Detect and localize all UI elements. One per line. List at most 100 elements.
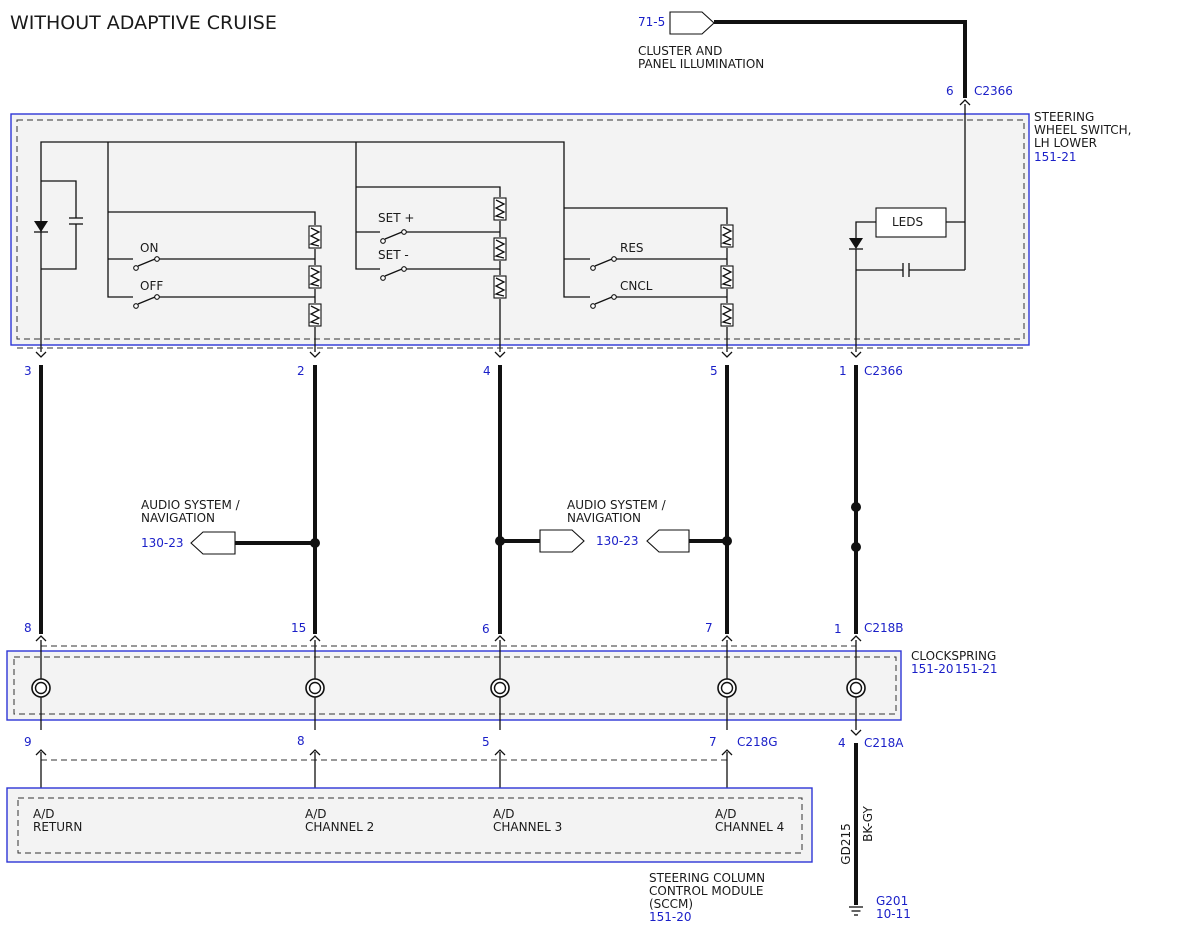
c218b-pin6-number: 6 <box>482 622 490 636</box>
set-plus-resistor-icon <box>493 197 507 221</box>
set-minus-label: SET - <box>378 248 409 262</box>
clockspring-label: CLOCKSPRING <box>911 649 996 663</box>
audio2-in-connector-icon <box>646 529 690 553</box>
switch-top-bus <box>40 141 565 352</box>
sccm-label-line3: (SCCM) <box>649 897 693 911</box>
audio2-out-connector-icon <box>539 529 585 553</box>
set-plus-switch-icon <box>384 231 403 240</box>
swc-label-line3: LH LOWER <box>1034 136 1097 150</box>
set-minus-switch-icon <box>384 268 403 277</box>
clockspring-ref1[interactable]: 151-20 <box>911 662 954 676</box>
ground-ref[interactable]: 10-11 <box>876 907 911 921</box>
c2366-pin6-number: 6 <box>946 84 954 98</box>
res-return-resistor-icon <box>720 303 734 327</box>
on-switch-label: ON <box>140 241 158 255</box>
audio2-label-line2: NAVIGATION <box>567 511 641 525</box>
c218a-pin4-arrow-icon <box>850 729 862 736</box>
c218g-pin5-number: 5 <box>482 735 490 749</box>
ground-name[interactable]: G201 <box>876 894 908 908</box>
sccm-ad4-line2: CHANNEL 4 <box>715 820 784 834</box>
c218b-pin8-number: 8 <box>24 621 32 635</box>
cluster-label-line1: CLUSTER AND <box>638 44 722 58</box>
swc-label-line1: STEERING <box>1034 110 1094 124</box>
diagram-title: WITHOUT ADAPTIVE CRUISE <box>10 12 277 34</box>
sccm-label-line1: STEERING COLUMN <box>649 871 765 885</box>
cluster-label-line2: PANEL ILLUMINATION <box>638 57 764 71</box>
audio2-label-line1: AUDIO SYSTEM / <box>567 498 667 512</box>
coil-icon <box>31 678 51 698</box>
sccm-ad2-line1: A/D <box>305 807 327 821</box>
audio1-splice-icon <box>310 538 320 548</box>
c2366-pin3-number: 3 <box>24 364 32 378</box>
on-switch-icon <box>137 258 156 267</box>
ground-wire-circuit: GD215 <box>839 823 853 864</box>
cncl-switch-label: CNCL <box>620 279 653 293</box>
swc-label-line2: WHEEL SWITCH, <box>1034 123 1131 137</box>
res-switch-icon <box>594 258 613 267</box>
res-switch-label: RES <box>620 241 644 255</box>
sccm-ad1-line1: A/D <box>33 807 55 821</box>
sccm-ad3-line2: CHANNEL 3 <box>493 820 562 834</box>
cluster-ref[interactable]: 71-5 <box>638 15 665 29</box>
off-resistor-icon <box>308 265 322 289</box>
audio1-connector-icon <box>190 531 236 555</box>
c218a-connector: C218A <box>864 736 904 750</box>
c218g-pin9-number: 9 <box>24 735 32 749</box>
set-return-resistor-icon <box>493 275 507 299</box>
c218b-pin1-number: 1 <box>834 622 842 636</box>
coil-icon <box>305 678 325 698</box>
c218b-connector: C218B <box>864 621 904 635</box>
audio2-ref[interactable]: 130-23 <box>596 534 639 548</box>
swc-border <box>10 113 1030 346</box>
coil-icon <box>490 678 510 698</box>
sccm-ref[interactable]: 151-20 <box>649 910 692 924</box>
coil-icon <box>717 678 737 698</box>
sccm-label-line2: CONTROL MODULE <box>649 884 764 898</box>
c218g-connector: C218G <box>737 735 778 749</box>
set-plus-label: SET + <box>378 211 414 225</box>
audio1-label-line1: AUDIO SYSTEM / <box>141 498 241 512</box>
sccm-ad2-line2: CHANNEL 2 <box>305 820 374 834</box>
audio1-ref[interactable]: 130-23 <box>141 536 184 550</box>
sccm-border <box>6 787 813 863</box>
clockspring: CLOCKSPRING 151-20 151-21 <box>6 649 998 721</box>
leds-label: LEDS <box>892 215 923 229</box>
c218a-pin4-number: 4 <box>838 736 846 750</box>
cluster-wire <box>714 20 967 98</box>
coil-icon <box>846 678 866 698</box>
ground-icon <box>849 906 863 916</box>
cluster-illumination: 71-5 CLUSTER AND PANEL ILLUMINATION <box>638 11 764 71</box>
steering-wheel-switch: STEERING WHEEL SWITCH, LH LOWER 151-21 <box>10 110 1131 346</box>
audio1-label-line2: NAVIGATION <box>141 511 215 525</box>
swc-inner-border <box>16 119 1025 340</box>
sccm-module: A/D RETURN A/D CHANNEL 2 A/D CHANNEL 3 A… <box>6 787 813 924</box>
c2366-pin5-arrow-icon <box>721 351 733 358</box>
c2366-pin3-arrow-icon <box>35 351 47 358</box>
inline-splice-icon <box>851 502 861 512</box>
cluster-connector-icon <box>669 11 715 35</box>
set-minus-resistor-icon <box>493 237 507 261</box>
swc-ref[interactable]: 151-21 <box>1034 150 1077 164</box>
inline-splice-icon <box>851 542 861 552</box>
cncl-resistor-icon <box>720 265 734 289</box>
c2366-pin4-number: 4 <box>483 364 491 378</box>
c218b-pin7-number: 7 <box>705 621 713 635</box>
clockspring-ref2[interactable]: 151-21 <box>955 662 998 676</box>
c2366-pin6-connector: C2366 <box>974 84 1013 98</box>
c218g-pin7-number: 7 <box>709 735 717 749</box>
c2366-pin4-arrow-icon <box>494 351 506 358</box>
on-resistor-icon <box>308 225 322 249</box>
res-resistor-icon <box>720 224 734 248</box>
c218b-pin15-number: 15 <box>291 621 306 635</box>
c2366-pin1-number: 1 <box>839 364 847 378</box>
clockspring-border <box>6 650 902 721</box>
return-resistor-icon <box>308 303 322 327</box>
sccm-ad1-line2: RETURN <box>33 820 82 834</box>
led-diode-icon <box>849 238 863 249</box>
c2366-pin2-number: 2 <box>297 364 305 378</box>
off-switch-label: OFF <box>140 279 163 293</box>
sccm-inner-border <box>17 797 803 854</box>
c2366-pin2-arrow-icon <box>309 351 321 358</box>
audio3-splice-icon <box>722 536 732 546</box>
